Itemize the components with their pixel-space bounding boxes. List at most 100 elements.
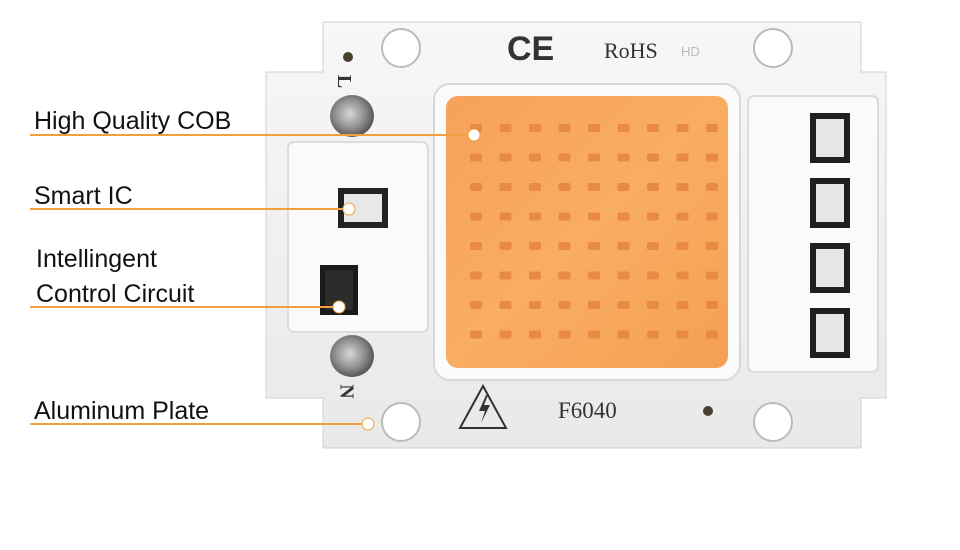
capacitor-group — [810, 113, 850, 358]
led-chip — [499, 242, 512, 250]
led-chip — [588, 212, 600, 221]
led-chip — [588, 183, 600, 191]
mounting-hole-bottom-right — [753, 402, 793, 442]
led-chip — [617, 301, 630, 309]
terminal-label-n: N — [335, 384, 358, 399]
capacitor-face — [816, 184, 844, 222]
led-chip — [706, 301, 718, 309]
led-chip — [706, 124, 718, 132]
led-chip — [529, 271, 541, 280]
led-chip — [706, 242, 718, 250]
led-chip — [529, 183, 541, 191]
capacitor-face — [816, 119, 844, 157]
led-chip — [470, 301, 482, 309]
led-chip — [647, 124, 659, 132]
led-chip — [647, 301, 659, 309]
led-chip — [676, 212, 689, 221]
led-chip — [647, 242, 659, 250]
led-chip — [617, 242, 630, 250]
led-chip — [558, 301, 571, 309]
led-chip — [588, 242, 600, 250]
led-chip — [499, 183, 512, 191]
led-chip — [617, 183, 630, 191]
rohs-mark: RoHS — [604, 38, 658, 63]
callout-dot-cob — [467, 128, 481, 142]
callout-dot-plate — [361, 417, 375, 431]
led-chip — [499, 330, 512, 339]
led-chip — [617, 330, 630, 339]
led-chip-grid — [470, 124, 718, 339]
capacitor-face — [816, 249, 844, 287]
led-chip — [617, 271, 630, 280]
led-chip — [676, 183, 689, 191]
led-chip — [499, 124, 512, 132]
led-chip — [529, 124, 541, 132]
led-chip — [499, 301, 512, 309]
mounting-hole-bottom-left — [381, 402, 421, 442]
solder-pad-n — [330, 335, 374, 377]
led-chip — [647, 330, 659, 339]
callout-label-circuit-line1: Intellingent — [36, 245, 157, 273]
capacitor-face — [816, 314, 844, 352]
led-chip — [647, 212, 659, 221]
led-chip — [470, 271, 482, 280]
led-chip — [558, 153, 571, 162]
led-chip — [588, 153, 600, 162]
led-chip — [647, 183, 659, 191]
led-chip — [558, 212, 571, 221]
led-chip — [676, 301, 689, 309]
callout-label-cob: High Quality COB — [34, 107, 232, 135]
led-chip — [617, 212, 630, 221]
led-chip — [529, 153, 541, 162]
marker-dot-top — [343, 52, 353, 62]
solder-pad-l — [330, 95, 374, 137]
high-voltage-warning-icon — [458, 383, 508, 429]
led-chip — [617, 153, 630, 162]
led-chip — [529, 301, 541, 309]
led-chip — [529, 212, 541, 221]
led-chip — [676, 271, 689, 280]
led-chip — [558, 271, 571, 280]
led-chip — [558, 330, 571, 339]
led-chip — [676, 153, 689, 162]
led-chip — [529, 330, 541, 339]
led-chip — [647, 153, 659, 162]
callout-label-plate: Aluminum Plate — [34, 397, 210, 425]
led-chip — [706, 153, 718, 162]
cob-led-phosphor — [446, 96, 728, 368]
callout-dot-circuit — [332, 300, 346, 314]
led-chip — [647, 271, 659, 280]
led-chip — [706, 212, 718, 221]
callout-label-ic: Smart IC — [34, 182, 133, 210]
led-chip — [558, 242, 571, 250]
marker-dot-bottom — [703, 406, 713, 416]
led-chip — [706, 183, 718, 191]
ce-mark: CE — [507, 30, 555, 68]
led-chip — [470, 242, 482, 250]
led-chip — [470, 330, 482, 339]
led-chip — [558, 124, 571, 132]
led-chip — [676, 330, 689, 339]
led-chip — [499, 153, 512, 162]
led-chip — [499, 212, 512, 221]
led-chip — [470, 183, 482, 191]
callout-dot-ic — [342, 202, 356, 216]
led-chip — [470, 212, 482, 221]
led-chip — [588, 271, 600, 280]
callout-label-circuit-line2: Control Circuit — [36, 280, 195, 308]
led-chip — [558, 183, 571, 191]
led-chip — [617, 124, 630, 132]
led-chip — [499, 271, 512, 280]
led-chip — [676, 242, 689, 250]
led-chip — [529, 242, 541, 250]
mounting-hole-top-left — [381, 28, 421, 68]
led-chip — [706, 271, 718, 280]
led-chip — [588, 124, 600, 132]
led-chip — [706, 330, 718, 339]
mounting-hole-top-right — [753, 28, 793, 68]
hd-mark: HD — [681, 44, 700, 59]
led-chip — [470, 153, 482, 162]
model-number: F6040 — [558, 398, 617, 423]
capacitor-strip — [747, 95, 879, 373]
led-chip — [676, 124, 689, 132]
